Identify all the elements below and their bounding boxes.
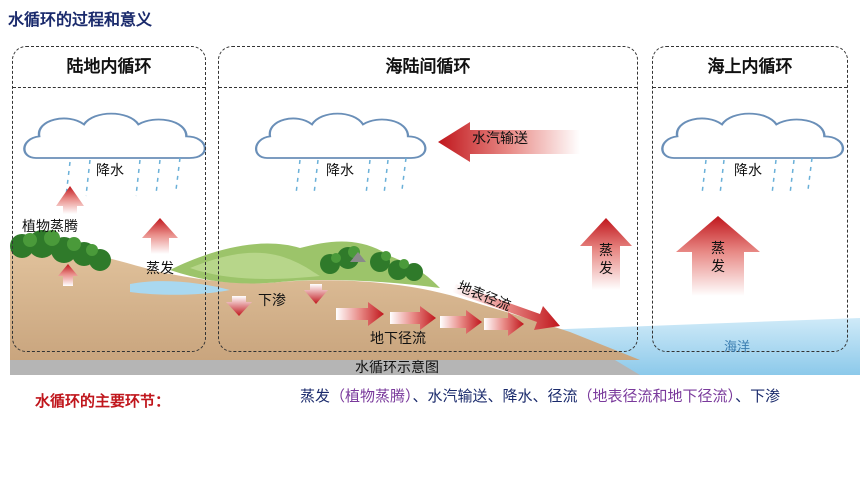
- transpiration-arrow-small: [58, 264, 78, 286]
- ocean-evap-char-2: 发: [711, 259, 725, 275]
- transpiration-arrow: [56, 186, 84, 214]
- surface-runoff-arrow: [452, 284, 560, 330]
- underground-runoff-arrow-3: [440, 310, 482, 334]
- underground-runoff-arrow-4: [484, 312, 524, 336]
- vapor-transport-label: 水汽输送: [472, 131, 528, 147]
- diagram-caption: 水循环示意图: [355, 360, 439, 376]
- rain-ocean: [701, 157, 813, 195]
- infiltration-label: 下渗: [258, 293, 286, 309]
- summary-text: 蒸发（植物蒸腾）、水汽输送、降水、径流（地表径流和地下径流）、下渗: [300, 384, 820, 408]
- summary-p2: （地表径流和地下径流）: [577, 387, 736, 405]
- ocean-label: 海洋: [724, 340, 751, 355]
- evaporation-arrow-land: [142, 218, 178, 254]
- land-evap-label: 蒸发: [146, 261, 174, 277]
- underground-runoff-arrow-1: [336, 302, 384, 326]
- underground-runoff-arrow-2: [390, 306, 436, 330]
- summary-t2: 、水汽输送、降水、径流: [412, 387, 578, 405]
- ocean-precip-label: 降水: [734, 163, 762, 179]
- sea-land-precip-label: 降水: [326, 163, 354, 179]
- vapor-transport-arrow: [438, 122, 580, 162]
- sea-land-evap-label: 蒸 发: [598, 242, 614, 278]
- evaporation-arrow-sea-land: [580, 218, 632, 290]
- ocean-evap-label: 蒸 发: [710, 240, 726, 276]
- sea-land-cycle-box: 海陆间循环: [218, 46, 638, 352]
- summary-t1: 蒸发: [300, 387, 331, 405]
- summary-t3: 、下渗: [735, 387, 781, 405]
- land: [10, 247, 640, 360]
- ocean-cycle-box: 海上内循环: [652, 46, 848, 352]
- infiltration-arrow-1: [226, 296, 252, 316]
- ocean-evap-char-1: 蒸: [711, 241, 725, 257]
- sea-land-evap-char-2: 发: [599, 261, 613, 277]
- summary-key: 水循环的主要环节：: [35, 392, 171, 410]
- land-cycle-heading: 陆地内循环: [13, 47, 205, 88]
- infiltration-arrow-2: [304, 284, 328, 304]
- transpiration-label: 植物蒸腾: [22, 219, 78, 235]
- sea-land-evap-char-1: 蒸: [599, 243, 613, 259]
- land-cycle-box: 陆地内循环: [12, 46, 206, 352]
- rain-land: [65, 157, 181, 197]
- land-precip-label: 降水: [96, 163, 124, 179]
- summary-p1: （植物蒸腾）: [330, 387, 413, 405]
- evaporation-arrow-ocean: [676, 216, 760, 296]
- sea-land-cycle-heading: 海陆间循环: [219, 47, 637, 88]
- ocean-cycle-heading: 海上内循环: [653, 47, 847, 88]
- ocean: [540, 318, 860, 375]
- rain-sea-land: [295, 157, 407, 195]
- underground-runoff-label: 地下径流: [370, 331, 426, 347]
- page-title: 水循环的过程和意义: [8, 10, 153, 29]
